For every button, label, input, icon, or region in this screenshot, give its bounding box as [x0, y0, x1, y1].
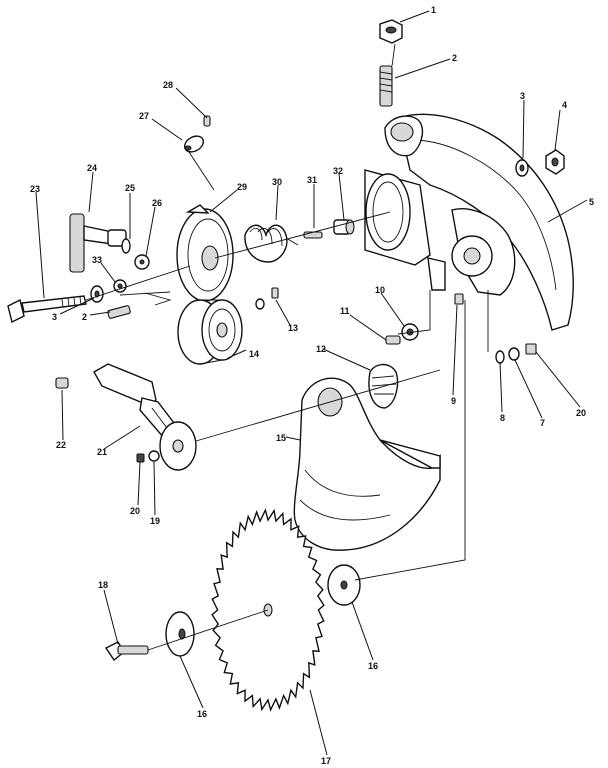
callout-label: 30 [272, 177, 282, 187]
top-stud [379, 65, 393, 107]
washer-right [515, 159, 529, 177]
callout-label: 14 [249, 349, 259, 359]
callout-labels: 1 2 3 4 5 28 27 24 25 26 29 30 31 32 23 … [30, 5, 594, 766]
callout-label: 3 [520, 91, 525, 101]
callout-label: 31 [307, 175, 317, 185]
retaining-ring [121, 238, 131, 254]
callout-label: 4 [562, 100, 567, 110]
callout-label: 8 [500, 413, 505, 423]
callout-label: 26 [152, 198, 162, 208]
top-nut [379, 19, 403, 44]
screw-11 [385, 335, 401, 345]
callout-label: 5 [589, 197, 594, 207]
upper-blade-guard [384, 113, 574, 331]
link-arm [93, 363, 197, 471]
screw-28 [203, 115, 211, 127]
inner-flange [327, 564, 361, 606]
pin [303, 231, 323, 239]
callout-label: 7 [540, 418, 545, 428]
screw-22 [55, 377, 69, 389]
callout-label: 20 [130, 506, 140, 516]
hub-housing [176, 204, 234, 302]
callout-label: 16 [197, 709, 207, 719]
washer-33 [113, 279, 127, 293]
bushing-10 [401, 323, 419, 341]
callout-label: 32 [333, 166, 343, 176]
callout-label: 2 [452, 53, 457, 63]
washer-26 [134, 254, 150, 270]
lower-hub [177, 299, 243, 365]
callout-label: 15 [276, 433, 286, 443]
callout-label: 20 [576, 408, 586, 418]
long-bolt [7, 295, 87, 324]
callout-label: 27 [139, 111, 149, 121]
callout-label: 17 [321, 756, 331, 766]
motor-bracket [364, 169, 446, 291]
washer-set-right [495, 343, 537, 364]
callout-label: 12 [316, 344, 326, 354]
outer-flange [165, 611, 195, 657]
callout-label: 1 [431, 5, 436, 15]
knob-27 [183, 135, 205, 153]
callout-label: 2 [82, 312, 87, 322]
callout-label: 13 [288, 323, 298, 333]
washer-19 [148, 450, 160, 462]
callout-label: 33 [92, 255, 102, 265]
callout-label: 21 [97, 447, 107, 457]
washer-3-left [90, 285, 104, 303]
handle-lever [69, 213, 127, 273]
callout-label: 9 [451, 396, 456, 406]
callout-label: 23 [30, 184, 40, 194]
callout-label: 28 [163, 80, 173, 90]
callout-label: 29 [237, 182, 247, 192]
callout-label: 11 [340, 306, 350, 316]
spring [244, 224, 299, 263]
lower-blade-guard [293, 377, 441, 551]
callout-label: 10 [375, 285, 385, 295]
screw-9 [454, 293, 464, 305]
callout-label: 19 [150, 516, 160, 526]
leader-lines [35, 10, 588, 756]
callout-label: 18 [98, 580, 108, 590]
assembly-lines [85, 43, 489, 651]
callout-label: 22 [56, 440, 66, 450]
nut-20-left [136, 453, 145, 463]
callout-label: 25 [125, 183, 135, 193]
nut-right [545, 149, 565, 175]
callout-label: 24 [87, 163, 97, 173]
stud-2-left [107, 305, 131, 319]
arbor-bolt [104, 641, 149, 662]
callout-label: 16 [368, 661, 378, 671]
screw-13 [255, 287, 279, 310]
callout-label: 3 [52, 312, 57, 322]
